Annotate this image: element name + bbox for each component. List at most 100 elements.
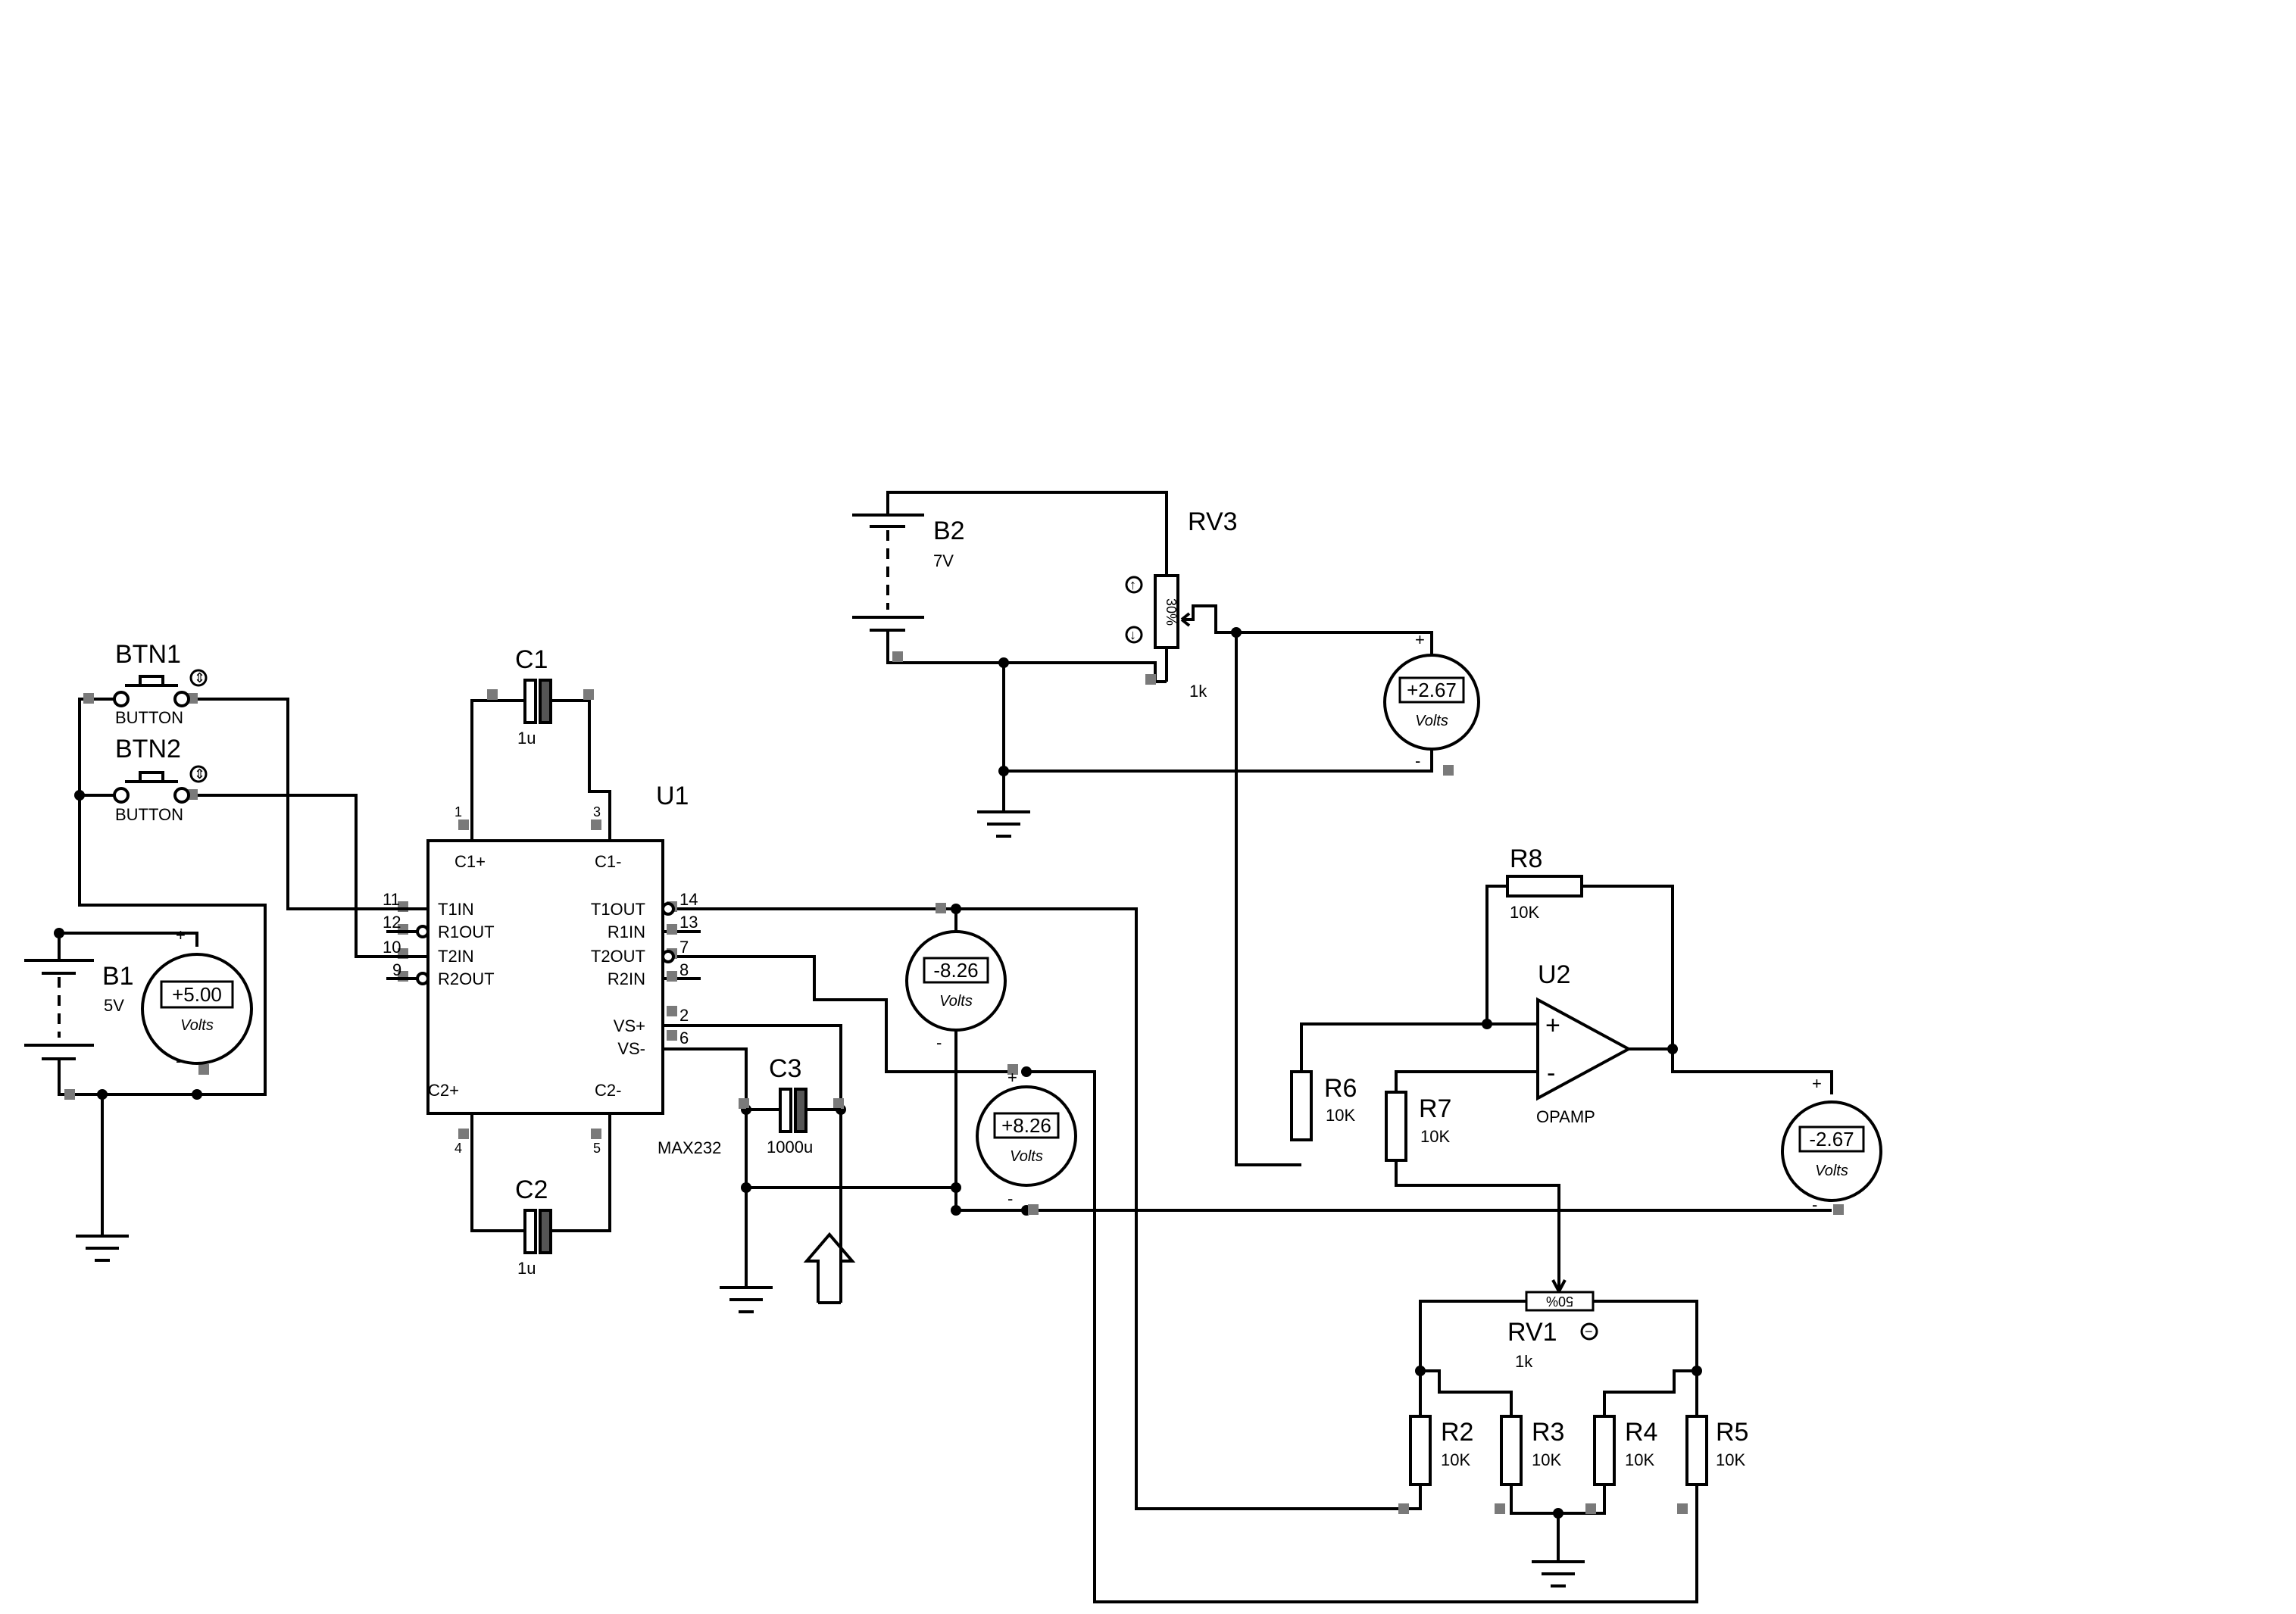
c1-ref: C1 bbox=[515, 645, 548, 674]
plus-sign: + bbox=[176, 926, 186, 944]
rv1-wiper: 50% bbox=[1546, 1294, 1573, 1309]
vm-b1-reading: +5.00 bbox=[172, 983, 222, 1006]
vm-out-unit: Volts bbox=[1815, 1163, 1848, 1179]
plus-sign: + bbox=[1415, 630, 1425, 649]
r4-value: 10K bbox=[1625, 1450, 1654, 1469]
button-indicator-icon: ⇕ bbox=[194, 670, 205, 685]
capacitor-c1[interactable]: C1 1u bbox=[506, 645, 564, 748]
opamp-minus: - bbox=[1547, 1059, 1555, 1088]
u1-pin-r2out: R2OUT bbox=[438, 969, 495, 988]
u1-pin-vsp: VS+ bbox=[614, 1016, 645, 1035]
c3-value: 1000u bbox=[767, 1138, 813, 1157]
ground-icon bbox=[76, 1227, 129, 1262]
r6-ref: R6 bbox=[1324, 1074, 1357, 1103]
u2-ref: U2 bbox=[1538, 960, 1570, 989]
decrement-icon[interactable]: − bbox=[1585, 1324, 1593, 1339]
voltmeter-out[interactable]: -2.67 Volts + - bbox=[1781, 1074, 1882, 1214]
u1-pin-t1out: T1OUT bbox=[591, 900, 645, 919]
potentiometer-rv1[interactable]: 50% RV1 − 1k bbox=[1507, 1279, 1598, 1371]
b2-ref: B2 bbox=[933, 517, 965, 545]
capacitor-c3[interactable]: C3 1000u bbox=[746, 1054, 841, 1157]
ic-u1-max232[interactable]: C1+ C1- C2+ C2- T1IN R1OUT T2IN R2OUT T1… bbox=[383, 782, 721, 1157]
b1-value: 5V bbox=[104, 996, 124, 1015]
u1-pinnum: 3 bbox=[593, 804, 601, 819]
r3-value: 10K bbox=[1532, 1450, 1561, 1469]
u1-pinnum: 11 bbox=[383, 890, 400, 909]
potentiometer-rv3[interactable]: 30% ↑ ↓ RV3 1k bbox=[1125, 507, 1238, 701]
u1-pinnum: 4 bbox=[455, 1141, 462, 1156]
plus-sign: + bbox=[1007, 1068, 1017, 1087]
rv3-value: 1k bbox=[1189, 682, 1207, 701]
b1-ref: B1 bbox=[102, 962, 134, 991]
r7-value: 10K bbox=[1420, 1127, 1450, 1146]
voltmeter-b1[interactable]: +5.00 Volts + - bbox=[141, 926, 253, 1070]
r4-ref: R4 bbox=[1625, 1418, 1657, 1447]
resistor-r2[interactable]: R2 10K bbox=[1409, 1415, 1473, 1486]
resistor-r4[interactable]: R4 10K bbox=[1593, 1415, 1657, 1486]
junction-dots bbox=[54, 627, 1702, 1519]
minus-sign: - bbox=[936, 1033, 942, 1052]
u1-pinnum: 8 bbox=[679, 960, 689, 979]
u1-pin-r2in: R2IN bbox=[608, 969, 645, 988]
voltmeter-rv3[interactable]: +2.67 Volts + - bbox=[1383, 630, 1480, 770]
input-arrow-icon bbox=[803, 1232, 856, 1303]
resistor-r6[interactable]: R6 10K bbox=[1290, 1070, 1357, 1141]
vm-b1-unit: Volts bbox=[180, 1017, 214, 1034]
btn2-type: BUTTON bbox=[115, 805, 183, 824]
btn1-type: BUTTON bbox=[115, 708, 183, 727]
plus-sign: + bbox=[1812, 1074, 1822, 1093]
u1-pinnum: 14 bbox=[679, 890, 698, 909]
resistor-r8[interactable]: R8 10K bbox=[1506, 844, 1583, 922]
minus-sign: - bbox=[1007, 1189, 1013, 1208]
c2-ref: C2 bbox=[515, 1175, 548, 1204]
r2-ref: R2 bbox=[1441, 1418, 1473, 1447]
u1-pinnum: 10 bbox=[383, 938, 401, 957]
r7-ref: R7 bbox=[1419, 1094, 1451, 1123]
opamp-plus: + bbox=[1545, 1011, 1560, 1040]
minus-sign: - bbox=[176, 1051, 181, 1070]
resistor-r7[interactable]: R7 10K bbox=[1385, 1091, 1451, 1162]
vm-t1out-reading: -8.26 bbox=[933, 959, 978, 982]
r8-ref: R8 bbox=[1510, 844, 1542, 873]
r8-value: 10K bbox=[1510, 903, 1539, 922]
u1-pinnum: 9 bbox=[392, 960, 401, 979]
u1-pinnum: 6 bbox=[679, 1029, 689, 1047]
btn1-ref: BTN1 bbox=[115, 640, 181, 669]
ground-symbols bbox=[76, 803, 1585, 1587]
voltmeter-vsp[interactable]: +8.26 Volts + - bbox=[976, 1068, 1077, 1208]
ground-icon bbox=[1532, 1553, 1585, 1587]
minus-sign: - bbox=[1415, 751, 1420, 770]
button-btn1[interactable]: ⇕ BTN1 BUTTON bbox=[113, 640, 208, 727]
btn2-ref: BTN2 bbox=[115, 735, 181, 763]
u1-pinnum: 2 bbox=[679, 1006, 689, 1025]
r5-value: 10K bbox=[1716, 1450, 1745, 1469]
vm-out-reading: -2.67 bbox=[1809, 1128, 1854, 1150]
battery-b1: B1 5V bbox=[24, 933, 134, 1074]
rv1-ref: RV1 bbox=[1507, 1318, 1557, 1347]
opamp-u2[interactable]: + - U2 OPAMP bbox=[1536, 960, 1632, 1126]
increment-icon[interactable]: ↑ bbox=[1129, 577, 1136, 592]
decrement-icon[interactable]: ↓ bbox=[1129, 627, 1136, 642]
u1-pin-t1in: T1IN bbox=[438, 900, 474, 919]
resistor-r5[interactable]: R5 10K bbox=[1685, 1415, 1748, 1486]
capacitor-c2[interactable]: C2 1u bbox=[515, 1175, 564, 1278]
r3-ref: R3 bbox=[1532, 1418, 1564, 1447]
vm-vsp-reading: +8.26 bbox=[1001, 1114, 1051, 1137]
voltmeter-t1out[interactable]: -8.26 Volts - bbox=[905, 930, 1007, 1052]
minus-sign: - bbox=[1812, 1195, 1817, 1214]
button-btn2[interactable]: ⇕ BTN2 BUTTON bbox=[113, 735, 208, 824]
u1-pinnum: 13 bbox=[679, 913, 698, 932]
c3-ref: C3 bbox=[769, 1054, 801, 1083]
u1-pin-t2out: T2OUT bbox=[591, 947, 645, 966]
u1-part: MAX232 bbox=[658, 1138, 721, 1157]
battery-b2: B2 7V bbox=[852, 492, 965, 655]
u1-pinnum: 7 bbox=[679, 938, 689, 957]
u1-pinnum: 12 bbox=[383, 913, 401, 932]
c1-value: 1u bbox=[517, 729, 536, 748]
resistor-r3[interactable]: R3 10K bbox=[1500, 1415, 1564, 1486]
u1-pin-r1out: R1OUT bbox=[438, 923, 495, 941]
u2-type: OPAMP bbox=[1536, 1107, 1595, 1126]
u1-pin-t2in: T2IN bbox=[438, 947, 474, 966]
r5-ref: R5 bbox=[1716, 1418, 1748, 1447]
